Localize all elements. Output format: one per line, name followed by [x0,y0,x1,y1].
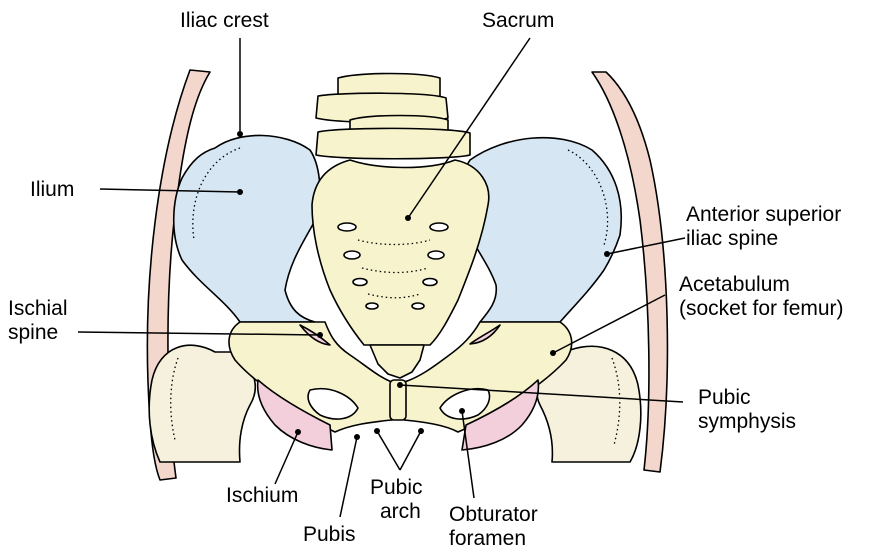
label-sacrum: Sacrum [482,9,554,32]
label-pubic-symphysis-line1: Pubic [698,386,751,409]
label-ilium: Ilium [30,178,74,201]
label-asis-line2: iliac spine [686,227,778,250]
coccyx [370,345,424,378]
label-obturator-line2: foramen [449,527,526,550]
label-pubic-symphysis-line2: symphysis [698,410,796,433]
label-acetabulum-line1: Acetabulum [679,273,790,296]
label-obturator-line1: Obturator [449,503,538,526]
label-pubis: Pubis [303,523,356,546]
label-ischial-spine-line1: Ischial [8,297,68,320]
lumbar-vertebra-5 [316,128,470,158]
sacrum [312,160,489,345]
left-ilium [174,135,320,322]
label-acetabulum-line2: (socket for femur) [679,297,844,320]
right-ilium [460,138,621,322]
label-ischium: Ischium [226,484,298,507]
label-iliac-crest: Iliac crest [180,9,269,32]
label-pubic-arch-line1: Pubic [370,476,423,499]
label-asis-line1: Anterior superior [686,203,841,226]
label-pubic-arch-line2: arch [380,500,421,523]
label-ischial-spine-line2: spine [8,321,58,344]
